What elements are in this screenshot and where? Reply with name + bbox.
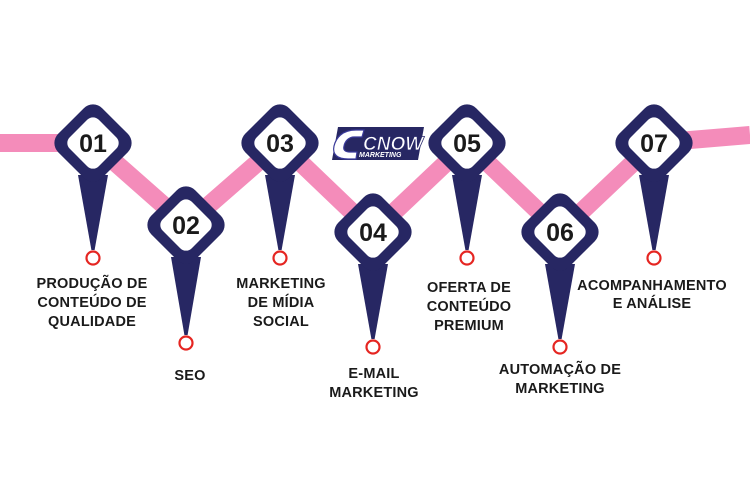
step-label-line: OFERTA DE: [427, 280, 511, 296]
step-label-line: MARKETING: [329, 385, 419, 401]
step-label: SEO: [174, 368, 205, 384]
step-04: 04E-MAIL MARKETING: [329, 193, 419, 401]
step-label-line: AUTOMAÇÃO DE: [499, 360, 621, 378]
step-label: MARKETING DE MÍDIA SOCIAL: [236, 276, 326, 330]
pin-head-inner: [347, 206, 399, 258]
step-number: 07: [640, 130, 668, 158]
pin-head-inner: [67, 117, 119, 169]
step-label-line: DE MÍDIA: [248, 294, 315, 311]
step-label-line: CONTEÚDO: [427, 297, 512, 315]
step-number: 06: [546, 219, 574, 247]
step-label-line: E-MAIL: [348, 366, 399, 382]
brand-logo: CNOW MARKETING: [332, 127, 426, 160]
pin-marker: [85, 250, 101, 266]
step-label: E-MAIL MARKETING: [329, 366, 419, 401]
pin-stem: [452, 175, 482, 250]
pin-marker: [552, 339, 568, 355]
logo-main-text: CNOW: [363, 134, 425, 155]
step-number: 01: [79, 130, 107, 158]
step-label: AUTOMAÇÃO DE MARKETING: [499, 360, 621, 397]
step-label-line: MARKETING: [515, 381, 605, 397]
pin-marker: [646, 250, 662, 266]
pin-stem: [545, 264, 575, 339]
pin-marker: [459, 250, 475, 266]
step-label-line: MARKETING: [236, 276, 326, 292]
pin-stem: [265, 175, 295, 250]
step-number: 02: [172, 212, 200, 240]
step-label-line: E ANÁLISE: [613, 295, 692, 312]
pin-stem: [78, 175, 108, 250]
pin-stem: [171, 257, 201, 335]
pin-marker: [272, 250, 288, 266]
logo-c-icon: [333, 129, 365, 160]
step-label-line: SOCIAL: [253, 314, 309, 330]
step-number: 05: [453, 130, 481, 158]
pin-stem: [358, 264, 388, 339]
pin-marker: [365, 339, 381, 355]
pin-head-inner: [441, 117, 493, 169]
step-label-line: ACOMPANHAMENTO: [577, 278, 727, 294]
step-label-line: PREMIUM: [434, 318, 504, 334]
pin-head-inner: [160, 199, 212, 251]
pin-head-inner: [534, 206, 586, 258]
step-number: 04: [359, 219, 387, 247]
pin-head-inner: [628, 117, 680, 169]
step-label-line: PRODUÇÃO DE: [37, 274, 148, 292]
step-label-line: CONTEÚDO DE: [37, 293, 146, 311]
step-label-line: SEO: [174, 368, 205, 384]
pin-marker: [178, 335, 194, 351]
logo-sub-text: MARKETING: [359, 152, 402, 159]
pin-stem: [639, 175, 669, 250]
step-label-line: QUALIDADE: [48, 314, 136, 330]
pin-head-inner: [254, 117, 306, 169]
step-number: 03: [266, 130, 294, 158]
